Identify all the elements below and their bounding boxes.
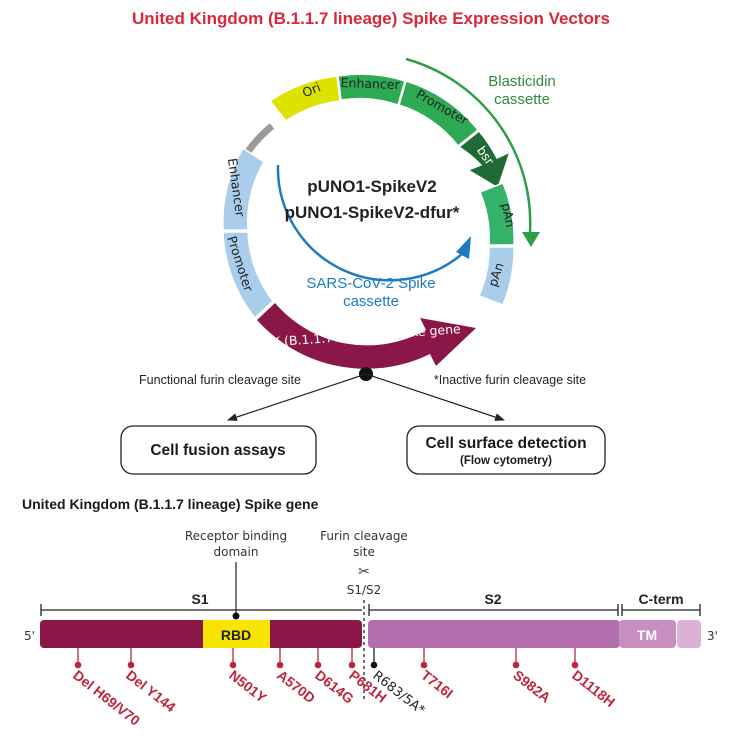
s2-bar bbox=[368, 620, 620, 648]
cterm-label: C-term bbox=[638, 591, 683, 607]
mutation-dot-m5 bbox=[314, 661, 322, 669]
spike-cassette-arrowhead bbox=[456, 236, 471, 259]
receptor-label-line2: domain bbox=[214, 545, 259, 559]
rbd-bar bbox=[203, 620, 270, 648]
s1s2-label: S1/S2 bbox=[347, 583, 382, 597]
ori-label: Ori bbox=[300, 79, 323, 100]
mutation-label-m8: T716I bbox=[418, 667, 456, 702]
three-prime-label: 3' bbox=[707, 629, 718, 643]
pan-segment-1 bbox=[479, 182, 515, 246]
tm-label: TM bbox=[637, 627, 657, 643]
s1-bar bbox=[40, 620, 362, 648]
spike-cassette-label-line1: SARS-CoV-2 Spike bbox=[306, 275, 435, 292]
cterm-tail-bar bbox=[677, 620, 701, 648]
ori-segment bbox=[268, 75, 341, 123]
receptor-label-line1: Receptor binding bbox=[185, 529, 287, 543]
blasticidin-label-line2: cassette bbox=[494, 91, 550, 108]
mutation-dot-m1 bbox=[74, 661, 82, 669]
plasmid-map: Ori Enhancer Promoter bsr pAn pAn Enhanc… bbox=[222, 57, 556, 369]
mutation-dot-m9 bbox=[512, 661, 520, 669]
furin-label-line1: Furin cleavage bbox=[320, 529, 408, 543]
spike-cassette-arc bbox=[276, 164, 463, 282]
functional-furin-label: Functional furin cleavage site bbox=[139, 373, 301, 387]
pan-label-2: pAn bbox=[485, 261, 507, 289]
mutation-dot-m7 bbox=[370, 661, 378, 669]
inactive-furin-label: *Inactive furin cleavage site bbox=[434, 373, 586, 387]
enhancer-top-label: Enhancer bbox=[340, 75, 400, 92]
plasmid-name-1: pUNO1-SpikeV2 bbox=[307, 177, 436, 196]
spike-gene-map: United Kingdom (B.1.1.7 lineage) Spike g… bbox=[22, 496, 718, 729]
enhancer-left-segment bbox=[222, 146, 266, 231]
mutation-dot-m4 bbox=[276, 661, 284, 669]
pan-label-1: pAn bbox=[499, 202, 519, 229]
mutation-label-m9: S982A bbox=[510, 667, 554, 706]
plasmid-name-2: pUNO1-SpikeV2-dfur* bbox=[285, 203, 460, 222]
blasticidin-label-line1: Blasticidin bbox=[488, 73, 556, 90]
receptor-pointer-dot bbox=[232, 612, 240, 620]
spike-cassette-label-line2: cassette bbox=[343, 293, 399, 310]
gene-section-title: United Kingdom (B.1.1.7 lineage) Spike g… bbox=[22, 496, 319, 512]
five-prime-label: 5' bbox=[24, 629, 35, 643]
mutation-label-m4: A570D bbox=[274, 667, 318, 706]
rbd-label: RBD bbox=[221, 627, 251, 643]
s2-label: S2 bbox=[484, 591, 501, 607]
mutation-markers bbox=[74, 648, 579, 669]
branch-arrow-right bbox=[365, 373, 505, 421]
mutation-dot-m8 bbox=[420, 661, 428, 669]
s1-label: S1 bbox=[191, 591, 208, 607]
mutation-label-m10: D1118H bbox=[569, 667, 618, 710]
assay-branches: Functional furin cleavage site *Inactive… bbox=[120, 367, 606, 475]
plasmid-backbone-segment bbox=[244, 123, 275, 156]
promoter-left-segment bbox=[222, 231, 275, 320]
enhancer-top-segment bbox=[337, 73, 406, 106]
branch-arrow-left bbox=[227, 373, 367, 421]
pan-segment-2 bbox=[477, 246, 515, 306]
spike-gene-segment bbox=[257, 303, 476, 369]
mutation-dot-m10 bbox=[571, 661, 579, 669]
furin-label-line2: site bbox=[353, 545, 375, 559]
tm-bar bbox=[619, 620, 676, 648]
cell-fusion-box bbox=[120, 425, 317, 475]
mutation-label-m3: N501Y bbox=[226, 667, 270, 706]
mutation-dot-m3 bbox=[229, 661, 237, 669]
cell-surface-label: Cell surface detection bbox=[425, 435, 586, 452]
promoter-top-segment bbox=[398, 80, 480, 148]
blasticidin-cassette-arc bbox=[405, 57, 532, 233]
cell-surface-box bbox=[406, 425, 606, 475]
mutation-dot-m2 bbox=[127, 661, 135, 669]
page-title: United Kingdom (B.1.1.7 lineage) Spike E… bbox=[132, 9, 610, 28]
mutation-dot-m6 bbox=[348, 661, 356, 669]
blasticidin-arc-arrowhead bbox=[522, 232, 540, 247]
bsr-segment bbox=[457, 129, 512, 190]
flow-cytometry-label: (Flow cytometry) bbox=[460, 455, 552, 467]
scissors-icon: ✂ bbox=[358, 564, 370, 580]
cell-fusion-label: Cell fusion assays bbox=[150, 442, 285, 459]
